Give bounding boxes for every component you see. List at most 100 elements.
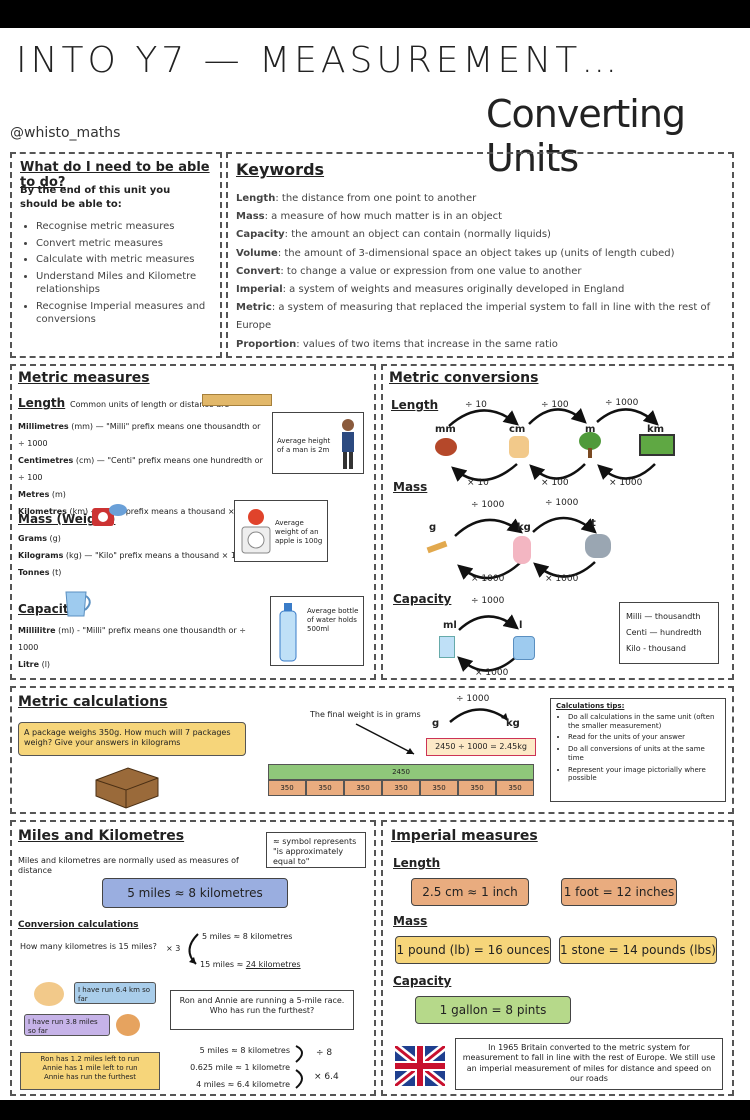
jug-icon xyxy=(65,591,91,617)
conversion-arrows xyxy=(448,408,659,672)
chain-line: 5 miles ≈ 8 kilometres xyxy=(199,1046,290,1055)
bottle-fact-box: Average bottle of water holds 500ml xyxy=(270,596,364,666)
tips-heading: Calculations tips: xyxy=(556,702,625,710)
chain-op-mult: × 6.4 xyxy=(314,1072,339,1082)
todo-item: Calculate with metric measures xyxy=(36,253,214,267)
keywords-panel: Keywords Length: the distance from one p… xyxy=(226,152,734,358)
miles-km-heading: Miles and Kilometres xyxy=(18,828,185,844)
mass-lines: Grams (g) Kilograms (kg) — "Kilo" prefix… xyxy=(18,534,252,577)
apple-fact-box: Average weight of an apple is 100g xyxy=(234,500,328,562)
unit-cm: cm xyxy=(509,424,526,435)
calc-conv-arrow xyxy=(449,708,509,723)
mk-mult: × 3 xyxy=(166,944,181,953)
todo-list: Recognise metric measures Convert metric… xyxy=(22,220,214,330)
man-fact-box: Average height of a man is 2m xyxy=(272,412,364,474)
unit-ml: ml xyxy=(443,620,457,631)
annie-bubble: I have run 3.8 miles so far xyxy=(24,1014,110,1036)
union-jack-icon xyxy=(395,1046,445,1086)
prefix-box: Milli — thousandth Centi — hundredth Kil… xyxy=(619,602,719,664)
miles-km-panel: Miles and Kilometres Miles and kilometre… xyxy=(10,820,376,1096)
conv-mass-label: Mass xyxy=(393,480,428,494)
chain-op-div: ÷ 8 xyxy=(316,1048,333,1058)
bottle-fact-text: Average bottle of water holds 500ml xyxy=(307,607,359,633)
mass-label: Mass (Weight) xyxy=(18,512,116,526)
op-l-ml: × 1000 xyxy=(475,668,509,678)
calc-op: ÷ 1000 xyxy=(456,694,490,704)
imp-mass1: 1 pound (lb) = 16 ounces xyxy=(395,936,551,964)
imp-length-label: Length xyxy=(393,856,441,870)
keyword-imperial: Imperial: a system of weights and measur… xyxy=(236,284,625,296)
tip-item: Represent your image pictorially where p… xyxy=(568,766,720,784)
tree-icon xyxy=(579,432,601,458)
mk-step1: 5 miles ≈ 8 kilometres xyxy=(202,932,293,941)
todo-item: Recognise metric measures xyxy=(36,220,214,234)
imp-cap-label: Capacity xyxy=(393,974,452,988)
bar-part: 350 xyxy=(496,780,534,796)
calc-unit-g: g xyxy=(432,718,440,729)
bar-total: 2450 xyxy=(268,764,534,780)
keyword-proportion: Proportion: values of two items that inc… xyxy=(236,338,558,350)
length-note: Common units of length or distance are xyxy=(70,400,230,409)
metric-calculations-heading: Metric calculations xyxy=(18,694,168,710)
ron-bubble: I have run 6.4 km so far xyxy=(74,982,156,1004)
todo-intro: By the end of this unit you should be ab… xyxy=(20,185,171,210)
metric-conversions-panel: Metric conversions Length mm cm m km ÷ 1… xyxy=(381,364,734,680)
ruler-icon xyxy=(202,394,272,406)
prefix-kilo: Kilo - thousand xyxy=(626,644,686,653)
unit-l: l xyxy=(519,620,523,631)
conv-capacity-label: Capacity xyxy=(393,592,452,606)
imp-mass2: 1 stone = 14 pounds (lbs) xyxy=(559,936,717,964)
prefix-milli: Milli — thousandth xyxy=(626,612,701,621)
metric-measures-panel: Metric measures Length Common units of l… xyxy=(10,364,376,680)
bar-part: 350 xyxy=(344,780,382,796)
unit-mm: mm xyxy=(435,424,456,435)
miles-km-intro: Miles and kilometres are normally used a… xyxy=(18,856,239,876)
bar-part: 350 xyxy=(268,780,306,796)
length-label: Length xyxy=(18,396,66,410)
keyword-length: Length: the distance from one point to a… xyxy=(236,193,477,204)
annie-avatar xyxy=(116,1014,140,1036)
chain-line: 4 miles ≈ 6.4 kilometre xyxy=(196,1080,290,1089)
mk-step2: 15 miles ≈ 24 kilometres xyxy=(200,960,301,969)
chain-line: 0.625 mile ≈ 1 kilometre xyxy=(190,1063,290,1072)
keywords-list: Length: the distance from one point to a… xyxy=(236,190,730,354)
man-icon xyxy=(342,419,354,469)
todo-heading: What do I need to be able to do? xyxy=(20,160,210,190)
op-m-cm: × 100 xyxy=(541,478,569,488)
op-g-kg: ÷ 1000 xyxy=(471,500,505,510)
race-text: Ron and Annie are running a 5-mile race.… xyxy=(170,990,354,1030)
main-fact: 5 miles ≈ 8 kilometres xyxy=(102,878,288,908)
unit-g: g xyxy=(429,522,437,533)
op-kg-g: × 1000 xyxy=(471,574,505,584)
symbol-note: ≈ symbol represents "is approximately eq… xyxy=(266,832,366,868)
prefix-centi: Centi — hundredth xyxy=(626,628,702,637)
op-mm-cm: ÷ 10 xyxy=(465,400,487,410)
twitter-handle[interactable]: @whisto_maths xyxy=(10,125,121,141)
op-kg-t: ÷ 1000 xyxy=(545,498,579,508)
man-fact-text: Average height of a man is 2m xyxy=(277,437,331,454)
imp-len1: 2.5 cm ≈ 1 inch xyxy=(411,878,529,906)
keyword-mass: Mass: a measure of how much matter is in… xyxy=(236,211,503,223)
bottle-icon xyxy=(279,603,297,662)
package-icon xyxy=(95,767,159,809)
imp-len2: 1 foot = 12 inches xyxy=(561,878,677,906)
bar-part: 350 xyxy=(382,780,420,796)
top-bar xyxy=(0,0,750,28)
calc-question-box: A package weighs 350g. How much will 7 p… xyxy=(18,722,246,756)
imperial-panel: Imperial measures Length 2.5 cm ≈ 1 inch… xyxy=(381,820,734,1096)
op-cm-m: ÷ 100 xyxy=(541,400,569,410)
imperial-heading: Imperial measures xyxy=(391,828,538,844)
length-lines: Millimetres (mm) — "Milli" prefix means … xyxy=(18,422,263,516)
todo-panel: What do I need to be able to do? By the … xyxy=(10,152,222,358)
page-title: INTO Y7 — MEASUREMENT… xyxy=(16,40,622,81)
unit-kg: kg xyxy=(517,522,531,533)
imp-mass-label: Mass xyxy=(393,914,428,928)
mk-question: How many kilometres is 15 miles? xyxy=(20,942,157,951)
op-km-m: × 1000 xyxy=(609,478,643,488)
tip-item: Read for the units of your answer xyxy=(568,733,720,742)
op-cm-mm: × 10 xyxy=(467,478,489,488)
capacity-lines: Millilitre (ml) - "Milli" prefix means o… xyxy=(18,626,246,669)
conversion-calc-heading: Conversion calculations xyxy=(18,920,139,930)
ant-icon xyxy=(435,438,457,456)
keyword-volume: Volume: the amount of 3-dimensional spac… xyxy=(236,247,675,259)
